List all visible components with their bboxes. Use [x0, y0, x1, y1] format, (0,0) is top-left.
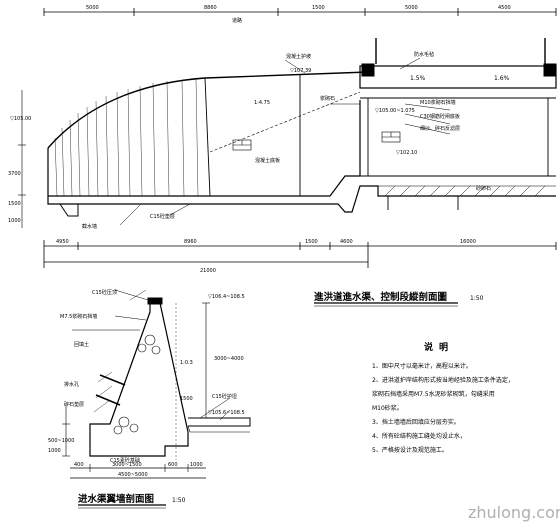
label-slope1: 1.5%	[410, 75, 426, 82]
note-1: 1、图中尺寸以毫米计，高程以米计。	[372, 362, 472, 370]
dim-bottom-3: 1500	[305, 239, 318, 245]
ww-h4: 1000	[48, 448, 61, 454]
label-elev-right: ▽105.00~1.075	[375, 108, 415, 114]
ww-dim-4: 1000	[190, 462, 203, 468]
dim-bottom-1: 4950	[56, 239, 69, 245]
dim-bottom-2: 8960	[184, 239, 197, 245]
ww-wall: M7.5浆砌石挡墙	[60, 313, 97, 320]
label-wall-note: 浆砌石	[320, 95, 335, 102]
note-4: M10砂浆。	[372, 404, 403, 412]
top-section-scale: 1:50	[470, 295, 484, 302]
ww-apron: C15砼护坦	[212, 393, 237, 400]
ww-cap: C15砼压顶	[92, 289, 117, 296]
dim-top-2: 8860	[204, 5, 217, 11]
ww-h3: 500~1000	[48, 438, 74, 444]
label-right-note3: 防水毛毡	[414, 51, 434, 58]
note-6: 4、所有砼结构施工缝处均设止水，	[372, 432, 466, 440]
wing-wall-labels: ▽106.4~108.5 C15砼压顶 M7.5浆砌石挡墙 回填土 1:0.3 …	[48, 289, 245, 478]
ww-dim-3: 600	[168, 462, 178, 468]
dim-top-4: 5000	[405, 5, 418, 11]
label-slope2: 1.6%	[494, 75, 510, 82]
label-right-note4: 细沙、碎石反滤层	[420, 125, 460, 132]
ww-mid-elev: ▽105.6~108.5	[208, 410, 245, 416]
top-profile	[18, 8, 557, 268]
label-elev-inlet: ▽105.00	[10, 116, 31, 122]
ww-gravel: 碎石垫层	[64, 401, 84, 408]
ww-dim-2: 3000~1500	[112, 462, 142, 468]
label-bed: C15砼垫层	[150, 213, 175, 220]
label-right-note1: C30钢筋砼闸底板	[420, 113, 460, 120]
dim-top-1: 5000	[86, 5, 99, 11]
ww-dim-total: 4500~5000	[118, 472, 148, 478]
ww-top-elev: ▽106.4~108.5	[208, 294, 245, 300]
ww-slope: 1:0.3	[180, 360, 193, 366]
label-ramp-note: 混凝土护坡	[286, 53, 311, 60]
note-3: 浆砌石挡墙采用M7.5水泥砂浆砌筑，勾缝采用	[372, 390, 495, 398]
bottom-section-title: 进水渠翼墙剖面图	[78, 493, 154, 505]
top-section-title: 進洪道進水渠、控制段縱剖面圖	[314, 291, 447, 303]
ww-base: C15素砼基础	[110, 457, 140, 464]
ww-dim-1: 400	[74, 462, 84, 468]
ww-drain: 排水孔	[64, 381, 79, 388]
dim-top-5: 4500	[498, 5, 511, 11]
bottom-section-scale: 1:50	[172, 497, 186, 504]
watermark: zhulong.com	[468, 503, 560, 522]
label-dim-h3: 1000	[8, 218, 21, 224]
ww-h2: 1500	[180, 396, 193, 402]
label-cutoff: 截水墙	[82, 223, 97, 230]
note-7: 5、严格按设计及规范施工。	[372, 446, 448, 454]
notes-title: 说明	[424, 341, 454, 353]
dim-bottom-4: 4600	[340, 239, 353, 245]
note-2: 2、进洪道护岸结构形式按当地经验及施工条件选定，	[372, 376, 514, 384]
ww-fill: 回填土	[74, 341, 89, 348]
wing-wall-section	[62, 289, 251, 479]
ww-h1: 3000~4000	[214, 356, 244, 362]
label-right-note2: M10浆砌石挡墙	[420, 99, 456, 106]
dim-top-3: 1500	[312, 5, 325, 11]
dim-total: 21000	[200, 268, 216, 274]
dim-bottom-5: 16000	[460, 239, 476, 245]
label-bottom-note: 混凝土底板	[255, 157, 280, 164]
label-dim-h2: 1500	[8, 201, 21, 207]
label-dim-h1: 3700	[8, 171, 21, 177]
label-elev-mid: ▽102.10	[396, 150, 417, 156]
note-5: 3、挡土墙墙后回填应分层夯实。	[372, 418, 460, 426]
label-right-sand: 砂卵石	[476, 185, 491, 192]
label-elev-top: ▽107.39	[290, 68, 311, 74]
label-slope-ratio: 1:4.75	[254, 100, 270, 106]
label-road: 道路	[232, 17, 242, 24]
top-profile-labels: 5000 8860 1500 5000 4500 道路 混凝土护坡 防水毛毡 ▽…	[8, 5, 511, 274]
notes-block: 说明 1、图中尺寸以毫米计，高程以米计。 2、进洪道护岸结构形式按当地经验及施工…	[372, 341, 514, 454]
